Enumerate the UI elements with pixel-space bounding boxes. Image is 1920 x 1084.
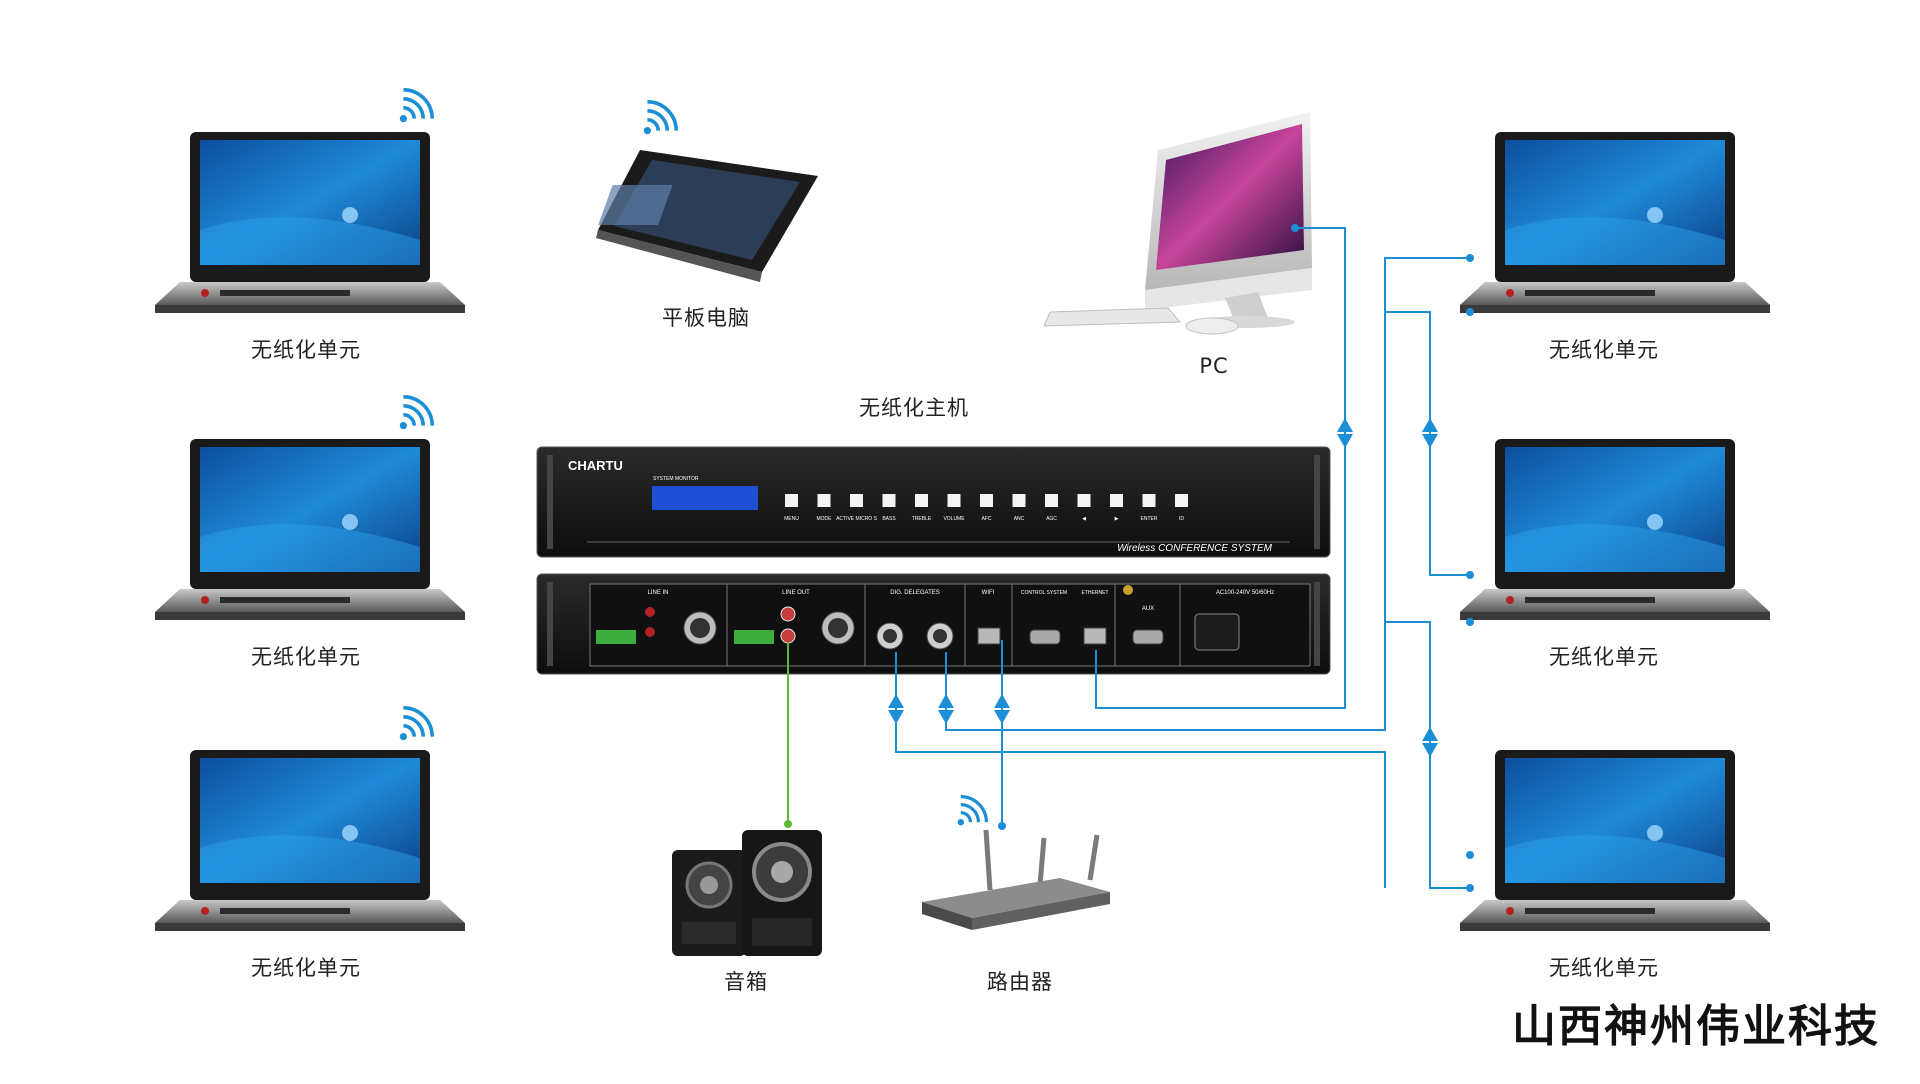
paperless-unit-left-3 xyxy=(155,706,465,931)
power-socket xyxy=(1194,613,1240,651)
front-button xyxy=(1045,494,1058,507)
front-button xyxy=(785,494,798,507)
front-button xyxy=(850,494,863,507)
wifi-port-label: WIFI xyxy=(982,590,995,596)
aux-label: AUX xyxy=(1142,606,1154,612)
wifi-icon xyxy=(398,88,434,124)
front-button xyxy=(817,494,831,507)
connection-lines xyxy=(895,227,1470,889)
front-button-label: ACTIVE MICRO S xyxy=(836,516,878,522)
line-in-label: LINE IN xyxy=(647,590,668,596)
connection-endpoints xyxy=(998,224,1474,892)
front-button-label: AGC xyxy=(1046,516,1057,522)
paperless-unit-right-3 xyxy=(1460,750,1770,931)
unit-label-right-2: 无纸化单元 xyxy=(1549,645,1659,669)
front-button-label: ◀ xyxy=(1082,516,1086,522)
power-label: AC100-240V 50/60Hz xyxy=(1216,590,1274,596)
router-label: 路由器 xyxy=(987,970,1053,994)
line-out-label: LINE OUT xyxy=(782,590,810,596)
front-button xyxy=(915,494,928,507)
front-button xyxy=(882,494,896,507)
unit-label-right-1: 无纸化单元 xyxy=(1549,338,1659,362)
speaker-label: 音箱 xyxy=(724,970,768,994)
front-button xyxy=(980,494,993,507)
terminal-block xyxy=(596,630,636,644)
front-button-label: BASS xyxy=(882,516,896,522)
host-logo: CHARTU xyxy=(568,458,623,473)
front-button-label: ANC xyxy=(1014,516,1025,522)
system-name-label: Wireless CONFERENCE SYSTEM xyxy=(1117,543,1273,554)
front-button-label: AFC xyxy=(982,516,992,522)
front-button-label: VOLUME xyxy=(943,516,965,522)
router-device xyxy=(922,795,1110,930)
front-button-label: ▶ xyxy=(1115,516,1119,522)
paperless-unit-right-1 xyxy=(1460,132,1770,313)
control-serial-port xyxy=(1029,629,1061,645)
unit-label-right-3: 无纸化单元 xyxy=(1549,956,1659,980)
antenna-connector xyxy=(1123,585,1133,595)
system-monitor-label: SYSTEM MONITOR xyxy=(653,476,699,482)
rca-port xyxy=(780,628,796,644)
host-rear-panel: LINE IN LINE OUT DIG. DELEGATES WIFI CON… xyxy=(536,573,1331,675)
unit-label-left-3: 无纸化单元 xyxy=(251,956,361,980)
tablet-device xyxy=(596,100,818,282)
control-system-label: CONTROL SYSTEM xyxy=(1021,590,1067,596)
pc-device xyxy=(1043,112,1312,335)
ethernet-port xyxy=(1083,627,1107,645)
dig-delegates-label: DIG. DELEGATES xyxy=(890,590,940,596)
speaker-device xyxy=(672,830,822,956)
front-button-label: MODE xyxy=(817,516,833,522)
host-label: 无纸化主机 xyxy=(859,396,969,420)
wifi-icon xyxy=(641,100,679,136)
company-brand: 山西神州伟业科技 xyxy=(1512,1001,1880,1052)
front-button xyxy=(1142,494,1156,507)
terminal-block xyxy=(734,630,774,644)
rca-port xyxy=(780,606,796,622)
front-button-label: MENU xyxy=(784,516,799,522)
paperless-unit-left-2 xyxy=(155,395,465,620)
unit-label-left-2: 无纸化单元 xyxy=(251,645,361,669)
paperless-unit-right-2 xyxy=(1460,439,1770,620)
system-monitor-display xyxy=(652,486,758,510)
front-button xyxy=(1077,494,1091,507)
wifi-icon xyxy=(955,795,989,827)
front-button-label: ENTER xyxy=(1141,516,1158,522)
wifi-icon xyxy=(398,395,434,431)
pc-label: PC xyxy=(1199,354,1229,378)
bidirectional-arrows xyxy=(888,418,1438,757)
audio-line xyxy=(784,642,792,828)
tablet-label: 平板电脑 xyxy=(662,306,750,330)
aux-serial-port xyxy=(1132,629,1164,645)
front-button xyxy=(947,494,961,507)
front-button xyxy=(1012,494,1026,507)
unit-label-left-1: 无纸化单元 xyxy=(251,338,361,362)
wifi-icon xyxy=(398,706,434,742)
front-button-label: TREBLE xyxy=(912,516,932,522)
wifi-rj45-port xyxy=(977,627,1001,645)
ethernet-label: ETHERNET xyxy=(1082,590,1109,596)
front-button-label: ID xyxy=(1179,516,1184,522)
paperless-unit-left-1 xyxy=(155,88,465,313)
front-button xyxy=(1110,494,1123,507)
front-button xyxy=(1175,494,1188,507)
